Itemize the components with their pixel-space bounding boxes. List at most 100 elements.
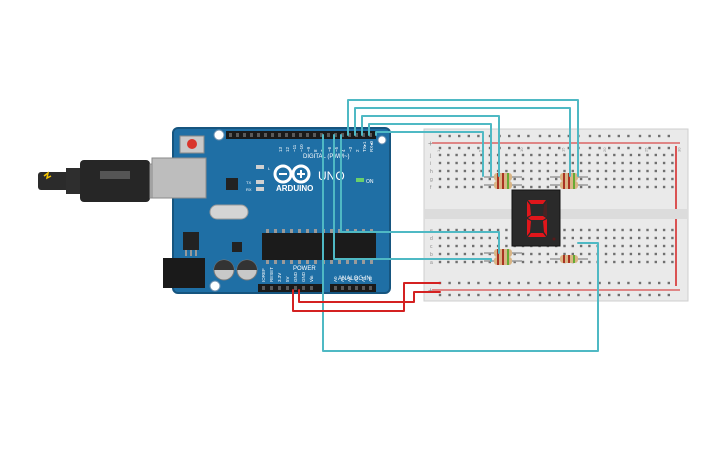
breadboard-hole[interactable]	[579, 236, 583, 240]
breadboard-hole[interactable]	[480, 244, 483, 248]
rail-hole[interactable]	[438, 293, 442, 297]
breadboard-hole[interactable]	[629, 244, 633, 248]
breadboard-hole[interactable]	[488, 260, 491, 264]
breadboard-hole[interactable]	[654, 161, 657, 165]
breadboard-hole[interactable]	[613, 153, 616, 157]
rail-hole[interactable]	[627, 281, 630, 285]
breadboard-hole[interactable]	[463, 236, 467, 240]
rail-hole[interactable]	[627, 293, 630, 297]
breadboard-hole[interactable]	[455, 177, 458, 181]
breadboard-hole[interactable]	[646, 228, 649, 232]
arduino-uno-board[interactable]: ARDUINO UNO ON DIGITAL (PWM~) ANALOG IN …	[151, 127, 391, 294]
breadboard-hole[interactable]	[455, 236, 458, 240]
breadboard-hole[interactable]	[505, 228, 508, 232]
breadboard-hole[interactable]	[530, 177, 533, 181]
rail-hole[interactable]	[577, 293, 580, 297]
breadboard-hole[interactable]	[447, 161, 450, 165]
breadboard-hole[interactable]	[447, 236, 450, 240]
breadboard-hole[interactable]	[521, 161, 525, 165]
breadboard-hole[interactable]	[488, 177, 491, 181]
rail-hole[interactable]	[558, 293, 561, 297]
breadboard-hole[interactable]	[638, 177, 641, 181]
rail-hole[interactable]	[658, 146, 661, 150]
breadboard-hole[interactable]	[438, 244, 442, 248]
breadboard-hole[interactable]	[530, 161, 533, 165]
rail-hole[interactable]	[517, 146, 520, 150]
breadboard-hole[interactable]	[671, 161, 674, 165]
breadboard-hole[interactable]	[472, 161, 475, 165]
rail-hole[interactable]	[467, 134, 470, 138]
breadboard-hole[interactable]	[596, 153, 599, 157]
breadboard-hole[interactable]	[447, 153, 450, 157]
rail-hole[interactable]	[588, 134, 592, 138]
breadboard-hole[interactable]	[555, 177, 558, 181]
breadboard-hole[interactable]	[488, 252, 491, 256]
breadboard-hole[interactable]	[546, 260, 550, 264]
rail-hole[interactable]	[548, 134, 551, 138]
breadboard-hole[interactable]	[646, 177, 649, 181]
rail-hole[interactable]	[477, 134, 480, 138]
rail-hole[interactable]	[527, 281, 530, 285]
rail-hole[interactable]	[627, 146, 630, 150]
breadboard-hole[interactable]	[488, 244, 491, 248]
breadboard-hole[interactable]	[662, 161, 666, 165]
rail-hole[interactable]	[527, 134, 530, 138]
rail-hole[interactable]	[548, 281, 551, 285]
rail-hole[interactable]	[617, 146, 620, 150]
rail-hole[interactable]	[667, 134, 670, 138]
breadboard-hole[interactable]	[604, 252, 608, 256]
breadboard-hole[interactable]	[579, 169, 583, 173]
rail-hole[interactable]	[498, 293, 501, 297]
breadboard-hole[interactable]	[629, 185, 633, 189]
rail-hole[interactable]	[558, 146, 561, 150]
rail-hole[interactable]	[508, 293, 511, 297]
rail-hole[interactable]	[517, 281, 520, 285]
rail-hole[interactable]	[667, 146, 670, 150]
breadboard-hole[interactable]	[671, 153, 674, 157]
breadboard-hole[interactable]	[646, 244, 649, 248]
rail-hole[interactable]	[627, 134, 630, 138]
breadboard-hole[interactable]	[555, 169, 558, 173]
breadboard-hole[interactable]	[505, 169, 508, 173]
breadboard-hole[interactable]	[546, 252, 550, 256]
rail-hole[interactable]	[448, 134, 451, 138]
breadboard-hole[interactable]	[438, 228, 442, 232]
breadboard-hole[interactable]	[588, 260, 591, 264]
breadboard-hole[interactable]	[513, 252, 516, 256]
breadboard-hole[interactable]	[538, 169, 541, 173]
rail-hole[interactable]	[458, 146, 461, 150]
rail-hole[interactable]	[467, 293, 470, 297]
breadboard-hole[interactable]	[546, 177, 550, 181]
breadboard-hole[interactable]	[604, 161, 608, 165]
breadboard-hole[interactable]	[654, 260, 657, 264]
breadboard-hole[interactable]	[555, 252, 558, 256]
breadboard-hole[interactable]	[604, 185, 608, 189]
breadboard-hole[interactable]	[472, 185, 475, 189]
rail-hole[interactable]	[648, 146, 651, 150]
rail-hole[interactable]	[458, 281, 461, 285]
breadboard-hole[interactable]	[530, 153, 533, 157]
rail-hole[interactable]	[598, 146, 601, 150]
breadboard-hole[interactable]	[613, 185, 616, 189]
breadboard-hole[interactable]	[488, 185, 491, 189]
wire-gnd[interactable]	[298, 289, 441, 303]
breadboard-hole[interactable]	[513, 153, 516, 157]
breadboard-hole[interactable]	[438, 185, 442, 189]
wire-signal-6[interactable]	[340, 134, 500, 254]
breadboard-hole[interactable]	[604, 169, 608, 173]
breadboard-hole[interactable]	[646, 252, 649, 256]
breadboard-hole[interactable]	[604, 228, 608, 232]
rail-hole[interactable]	[608, 134, 611, 138]
rail-hole[interactable]	[658, 134, 661, 138]
breadboard-hole[interactable]	[638, 228, 641, 232]
rail-hole[interactable]	[538, 146, 542, 150]
breadboard-hole[interactable]	[654, 236, 657, 240]
rail-hole[interactable]	[517, 134, 520, 138]
breadboard-hole[interactable]	[571, 244, 574, 248]
breadboard-hole[interactable]	[638, 260, 641, 264]
breadboard-hole[interactable]	[579, 177, 583, 181]
breadboard-hole[interactable]	[629, 260, 633, 264]
breadboard-hole[interactable]	[563, 169, 566, 173]
breadboard-hole[interactable]	[480, 236, 483, 240]
rail-hole[interactable]	[617, 293, 620, 297]
